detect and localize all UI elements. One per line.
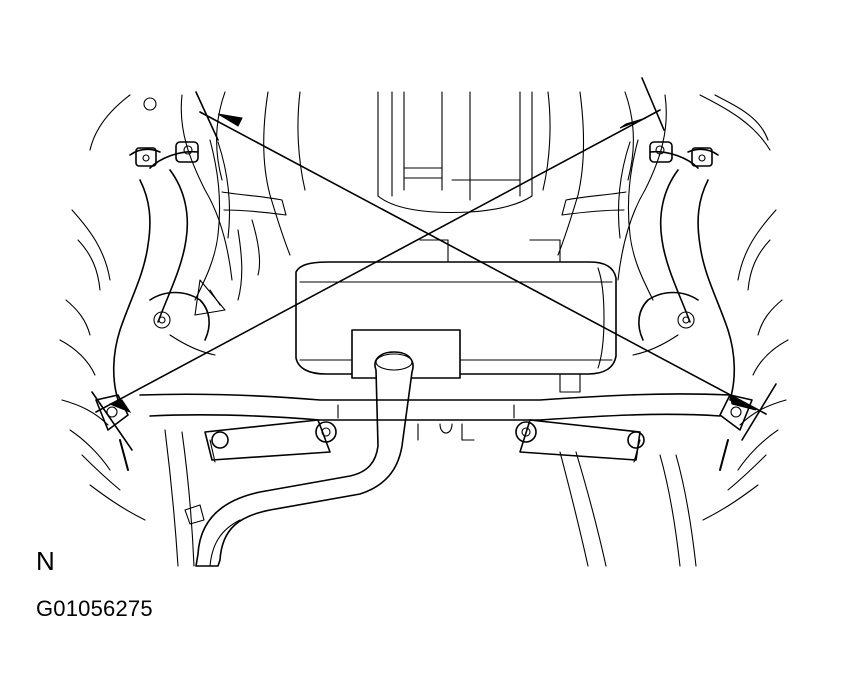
muffler [295, 239, 617, 393]
left-strut-assembly [59, 139, 287, 521]
diagonal-measurement-arrows [91, 77, 777, 451]
underbody-frame [89, 91, 771, 281]
arrowhead-icon [108, 399, 132, 414]
north-label: N [36, 546, 55, 576]
diagonal-line-a [199, 111, 767, 415]
right-strut-assembly [561, 139, 789, 521]
diagonal-line-b [95, 109, 661, 413]
tail-pipe [195, 351, 414, 567]
figure-code: G01056275 [36, 596, 153, 621]
arrowhead-icon [619, 117, 647, 129]
rear-crossmember [139, 393, 731, 567]
arrowhead-icon [729, 395, 757, 411]
arrowhead-icon [217, 113, 243, 127]
